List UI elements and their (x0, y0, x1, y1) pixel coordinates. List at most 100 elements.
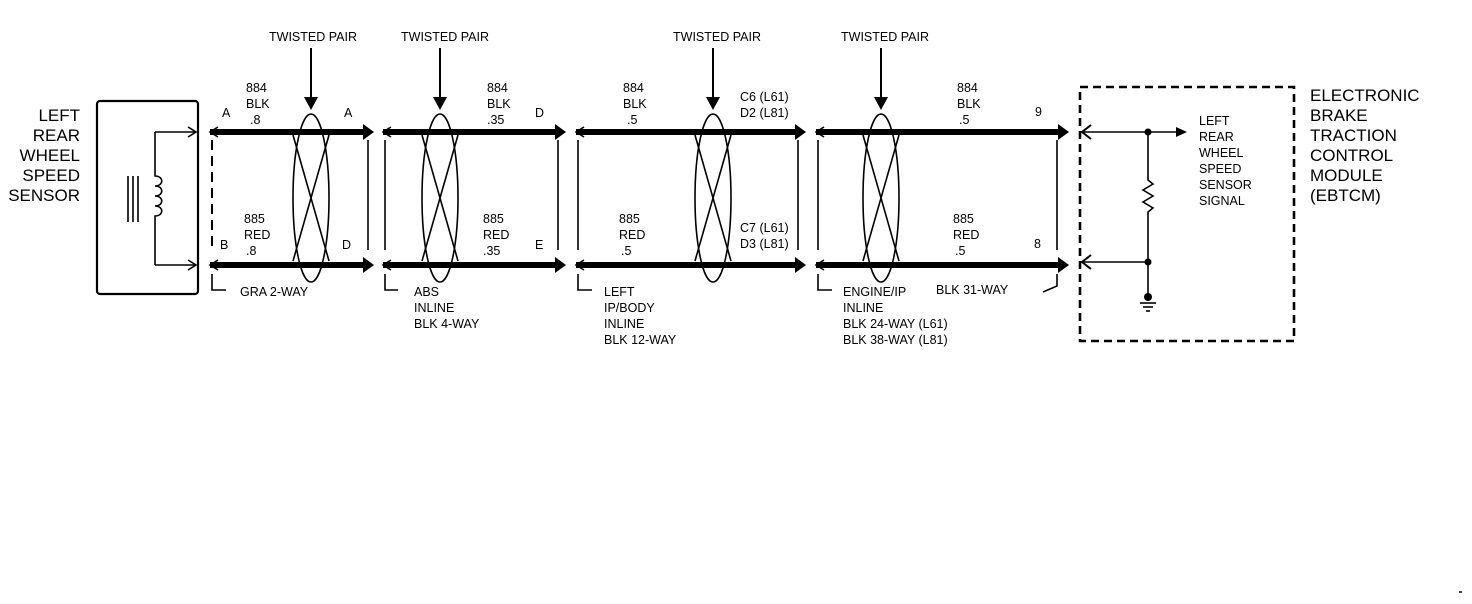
wire-gauge: .5 (959, 113, 969, 127)
wire-circuit: 884 (623, 81, 644, 95)
twisted-pair-1: TWISTED PAIR (269, 30, 357, 283)
connector-label: ABS (414, 285, 439, 299)
sensor-label-line: WHEEL (20, 146, 80, 165)
connector-bracket (211, 274, 226, 291)
wire-color: RED (953, 228, 979, 242)
connector-label: BLK 31-WAY (936, 283, 1009, 297)
arrow-icon (363, 124, 374, 140)
wire-circuit: 885 (953, 212, 974, 226)
wire-circuit: 885 (244, 212, 265, 226)
connector-face-icon (208, 259, 219, 271)
twist-cross-icon (694, 134, 732, 262)
wire-circuit: 885 (483, 212, 504, 226)
pin-label: B (220, 238, 228, 252)
twisted-pair-4: TWISTED PAIR (841, 30, 929, 283)
arrow-icon (555, 124, 566, 140)
wire-circuit: 884 (957, 81, 978, 95)
twist-cross-icon (862, 134, 900, 262)
sensor-label-line: SENSOR (8, 186, 80, 205)
connector-label: IP/BODY (604, 301, 655, 315)
sensor-terminal-arrow-icon (187, 126, 198, 138)
pin-label: D2 (L81) (740, 106, 789, 120)
twisted-pair-label: TWISTED PAIR (841, 30, 929, 44)
wire-color: RED (244, 228, 270, 242)
signal-label-line: LEFT (1199, 114, 1230, 128)
twisted-pair-label: TWISTED PAIR (269, 30, 357, 44)
input-arrow-icon (1080, 124, 1092, 140)
connector-label: LEFT (604, 285, 635, 299)
module-name-line: ELECTRONIC (1310, 86, 1420, 105)
sensor-label-line: LEFT (38, 106, 80, 125)
connector-labels: GRA 2-WAY ABS INLINE BLK 4-WAY LEFT IP/B… (240, 283, 1009, 347)
arrow-icon (555, 257, 566, 273)
wire-gauge: .8 (246, 244, 256, 258)
signal-label-line: SENSOR (1199, 178, 1252, 192)
connector-brackets (211, 140, 1058, 293)
module-name-line: TRACTION (1310, 126, 1397, 145)
wire-gauge: .5 (955, 244, 965, 258)
pin-label: D (535, 106, 544, 120)
resistor-icon (1141, 132, 1155, 262)
pin-label: 8 (1034, 237, 1041, 251)
twisted-pair-2: TWISTED PAIR (401, 30, 489, 283)
module-name-line: BRAKE (1310, 106, 1368, 125)
module-name-line: CONTROL (1310, 146, 1393, 165)
signal-label-line: REAR (1199, 130, 1234, 144)
wire-color: BLK (957, 97, 981, 111)
pin-label: E (535, 238, 543, 252)
pin-label: A (344, 106, 353, 120)
twist-cross-icon (421, 134, 459, 262)
sensor-terminal-arrow-icon (187, 259, 198, 271)
arrow-down-icon (433, 97, 447, 110)
connector-face-icon (381, 259, 392, 271)
ebtcm-module: LEFT REAR WHEEL SPEED SENSOR SIGNAL ELEC… (1078, 85, 1420, 343)
connector-label: BLK 4-WAY (414, 317, 480, 331)
twist-cross-icon (292, 134, 330, 262)
connector-face-icon (814, 259, 825, 271)
wire-gauge: .8 (250, 113, 260, 127)
module-name-line: MODULE (1310, 166, 1383, 185)
connector-label: INLINE (843, 301, 883, 315)
signal-label-line: WHEEL (1199, 146, 1244, 160)
wire-circuit: 885 (619, 212, 640, 226)
connector-label: BLK 12-WAY (604, 333, 677, 347)
connector-bracket (817, 274, 832, 291)
wire-circuit: 884 (246, 81, 267, 95)
arrow-icon (1058, 124, 1069, 140)
sensor-housing (95, 99, 200, 296)
arrow-icon (363, 257, 374, 273)
ground-icon (1140, 302, 1156, 312)
connector-face-icon (574, 259, 585, 271)
twist-loop-icon (862, 113, 900, 283)
twist-loop-icon (694, 113, 732, 283)
connector-bracket (384, 274, 398, 291)
connector-label: BLK 38-WAY (L81) (843, 333, 948, 347)
pin-label: D3 (L81) (740, 237, 789, 251)
wire-color: RED (619, 228, 645, 242)
wire-gauge: .35 (483, 244, 500, 258)
arrow-icon (795, 124, 806, 140)
sensor-label-line: REAR (33, 126, 80, 145)
arrow-down-icon (874, 97, 888, 110)
twisted-pair-label: TWISTED PAIR (673, 30, 761, 44)
twist-loop-icon (421, 113, 459, 283)
arrow-icon (1058, 257, 1069, 273)
module-name-line: (EBTCM) (1310, 186, 1381, 205)
junction-dot (1144, 293, 1152, 301)
arrow-down-icon (706, 97, 720, 110)
twist-loop-icon (292, 113, 330, 283)
pin-label: C7 (L61) (740, 221, 789, 235)
signal-label-line: SPEED (1199, 162, 1241, 176)
wire-circuit: 884 (487, 81, 508, 95)
wire-gauge: .5 (621, 244, 631, 258)
connector-bracket (1042, 274, 1058, 293)
wire-color: BLK (246, 97, 270, 111)
pin-label: C6 (L61) (740, 90, 789, 104)
module-outline (1078, 85, 1296, 343)
arrow-icon (795, 257, 806, 273)
connector-face-icon (814, 126, 825, 138)
wire-color: BLK (487, 97, 511, 111)
connector-face-icon (574, 126, 585, 138)
signal-label-line: SIGNAL (1199, 194, 1245, 208)
